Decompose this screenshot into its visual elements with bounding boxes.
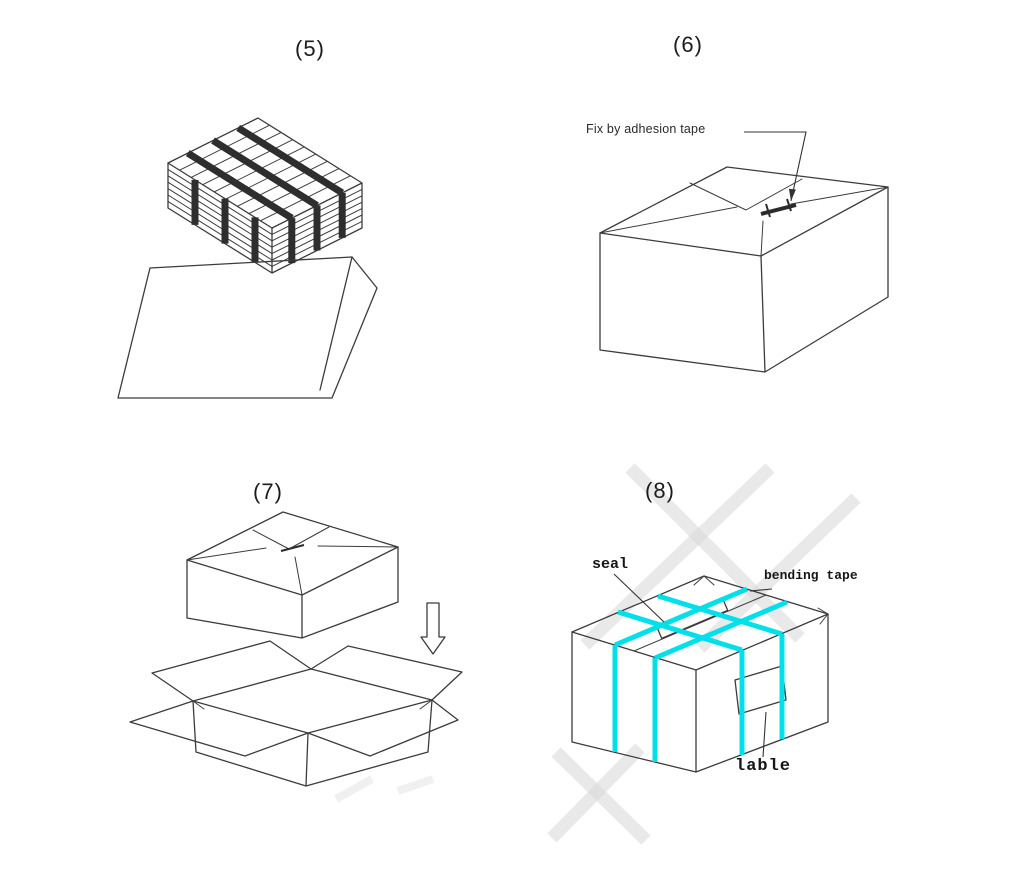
leader-line-adhesion-tape <box>744 131 807 202</box>
carton-rim <box>192 668 433 734</box>
tray-outline <box>117 256 378 399</box>
box6-body-edges <box>599 186 889 373</box>
tray-drawing <box>117 256 378 399</box>
leader-line-lable <box>762 711 767 758</box>
carton-back-right-flap <box>310 645 463 701</box>
seal-callout: seal <box>592 556 629 573</box>
strap-top-d <box>657 593 783 637</box>
stack-left-layers <box>167 168 273 267</box>
carton-inner-ticks <box>192 699 433 710</box>
down-arrow-icon <box>420 602 446 655</box>
panel6-drawing <box>599 131 889 373</box>
strap-bands-left <box>191 179 259 263</box>
watermark-stroke <box>334 775 374 803</box>
carton-back-left-flap <box>151 640 312 702</box>
panel5-drawing <box>117 117 378 399</box>
carton-body <box>192 699 433 787</box>
watermark-stroke <box>580 463 775 650</box>
label-rectangle <box>734 665 787 715</box>
adhesion-tape-ticks <box>765 198 792 218</box>
product-stack-drawing <box>167 117 363 274</box>
carton-front-right-flap <box>307 699 459 757</box>
box7-tape-mark <box>280 544 305 552</box>
bending-tape-straps <box>612 586 788 762</box>
box7-fold-lines <box>186 526 399 596</box>
adhesion-tape-annotation: Fix by adhesion tape <box>586 122 706 136</box>
strap-bands-right <box>288 192 346 264</box>
strap-top-c <box>617 609 743 653</box>
watermark-stroke <box>551 747 651 845</box>
taped-box-drawing <box>599 166 889 373</box>
box7-body-edges <box>186 546 399 639</box>
strap-top-a <box>614 586 748 648</box>
panel8-drawing <box>571 573 829 773</box>
leader-line-seal <box>613 573 665 623</box>
box8-top-seam <box>633 594 767 652</box>
inner-box-drawing <box>186 511 399 639</box>
box6-top-face <box>599 166 889 257</box>
bending-tape-callout: bending tape <box>764 568 858 583</box>
carton-front-left-flap <box>129 700 309 757</box>
panel5-number: (5) <box>295 36 325 61</box>
strap-bands-top <box>185 124 345 222</box>
strapped-carton-drawing <box>571 575 829 773</box>
open-carton-drawing <box>129 640 463 787</box>
box7-top-face <box>186 511 399 596</box>
stack-side-edges <box>167 162 363 274</box>
box8-body-edges <box>571 613 829 773</box>
panel6-number: (6) <box>673 32 703 57</box>
panel7-drawing <box>129 511 463 787</box>
leader-arrowhead <box>788 188 796 201</box>
watermark-stroke <box>695 493 861 653</box>
strap-top-b <box>654 599 788 661</box>
leader-line-bending-tape <box>749 588 773 592</box>
lable-callout: lable <box>735 757 792 776</box>
panel7-number: (7) <box>253 479 283 504</box>
watermark-stroke <box>396 775 435 795</box>
tray-inner-edge <box>319 256 353 391</box>
box6-fold-lines <box>599 178 889 257</box>
watermark <box>334 463 861 845</box>
panel8-number: (8) <box>645 478 675 503</box>
